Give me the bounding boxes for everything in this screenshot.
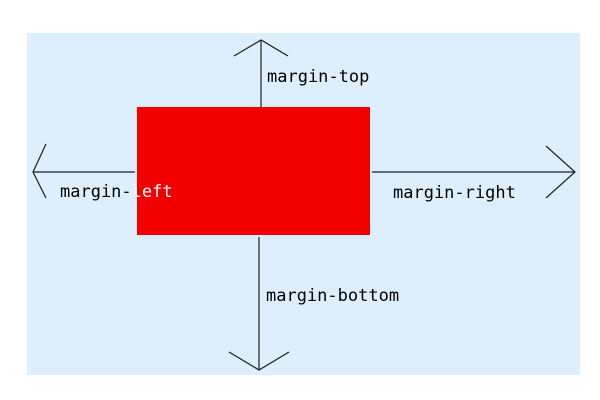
margin-bottom-label: margin-bottom xyxy=(266,286,399,306)
margin-left-arrow xyxy=(32,143,135,199)
margin-top-label: margin-top xyxy=(267,67,369,87)
element-box xyxy=(137,107,370,235)
margin-right-label: margin-right xyxy=(393,183,516,203)
margin-bottom-arrow xyxy=(228,237,290,371)
margin-right-arrow xyxy=(372,145,576,199)
margin-top-arrow xyxy=(233,39,289,107)
margin-left-label-prefix: margin- xyxy=(60,182,132,202)
margin-left-label-suffix: left xyxy=(132,182,173,202)
margin-left-label: margin-left xyxy=(60,182,173,202)
